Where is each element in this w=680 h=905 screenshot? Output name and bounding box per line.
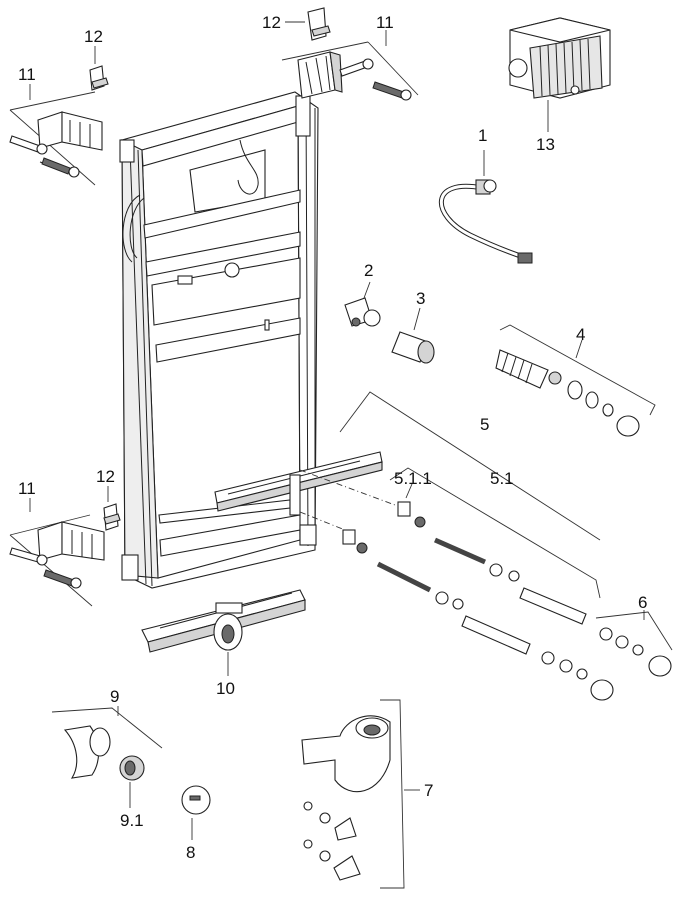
nut-and-cap-set (595, 611, 673, 677)
label-1: 1 (478, 126, 488, 145)
label-12-top-right: 12 (262, 13, 281, 32)
label-9-1: 9.1 (120, 811, 144, 830)
wall-bracket-set-top-right (281, 41, 419, 101)
rod-set-outline (339, 391, 601, 599)
siphon-trap (301, 699, 405, 889)
plug-cap (391, 331, 435, 364)
flush-box (508, 17, 611, 99)
wall-bracket-set-top-left (9, 91, 103, 186)
label-5: 5 (480, 415, 490, 434)
pipe-elbow (51, 707, 163, 781)
label-11-top-left: 11 (18, 65, 36, 84)
label-4: 4 (576, 325, 586, 344)
anchor-nut-set (342, 501, 426, 554)
cover-button (181, 785, 211, 815)
label-6: 6 (638, 593, 648, 612)
label-12-bottom-left: 12 (96, 467, 115, 486)
wall-bracket-set-bottom-left (9, 514, 105, 607)
small-clip-top-left (89, 65, 109, 91)
small-clip-bottom-left (103, 503, 121, 531)
label-5-1: 5.1 (490, 469, 514, 488)
frame-crossbar-bracket (214, 451, 396, 531)
drain-connector-set (495, 324, 656, 437)
label-11-bottom-left: 11 (18, 479, 36, 498)
installation-frame (119, 91, 319, 589)
label-3: 3 (416, 289, 426, 308)
label-5-1-1: 5.1.1 (394, 469, 432, 488)
label-10: 10 (216, 679, 235, 698)
pipe-clamp-bracket (141, 589, 306, 653)
flexible-hose (439, 179, 533, 264)
small-clip-top-right (307, 7, 331, 41)
label-11-top-right: 11 (376, 13, 394, 32)
label-8: 8 (186, 843, 196, 862)
elbow-fitting (344, 297, 381, 327)
label-2: 2 (364, 261, 374, 280)
threaded-rods (376, 537, 614, 701)
label-9: 9 (110, 687, 120, 706)
label-13: 13 (536, 135, 555, 154)
label-7: 7 (424, 781, 434, 800)
label-12-top-left: 12 (84, 27, 103, 46)
